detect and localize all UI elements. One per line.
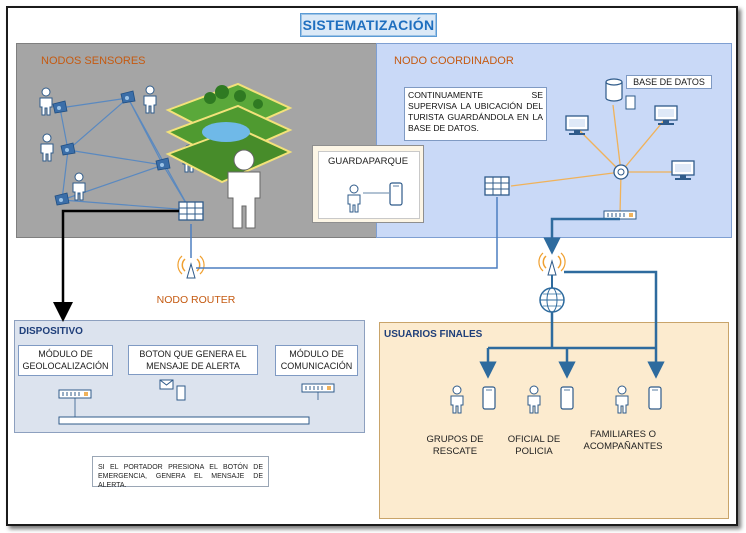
- device-arrow: [53, 209, 179, 322]
- rescue-person-icon: [450, 385, 464, 414]
- geolocation-module-box: MÓDULO DE GEOLOCALIZACIÓN: [18, 345, 113, 376]
- police-phone-icon: [560, 386, 574, 410]
- computer-icon: [671, 160, 695, 181]
- sensor-icon: [54, 192, 70, 206]
- rescue-phone-icon: [482, 386, 496, 410]
- diagram-title: SISTEMATIZACIÓN: [300, 13, 437, 37]
- police-officer-label: OFICIAL DE POLICIA: [507, 434, 561, 457]
- device-grid-icon: [178, 201, 204, 221]
- geolocation-module-icon: [58, 389, 92, 399]
- ranger-phone-icon: [389, 182, 403, 206]
- family-label: FAMILIARES O ACOMPAÑANTES: [583, 429, 663, 452]
- person-icon: [72, 172, 86, 201]
- tourist-icon: [227, 149, 261, 229]
- computer-icon: [565, 115, 589, 136]
- device-panel: DISPOSITIVO: [14, 320, 365, 433]
- router-antenna-icon: [177, 255, 205, 279]
- distribution-lines: [479, 270, 665, 379]
- person-icon: [39, 87, 53, 116]
- sensor-icon: [120, 90, 136, 104]
- alert-button-box: BOTON QUE GENERA EL MENSAJE DE ALERTA: [128, 345, 258, 375]
- communication-module-icon: [301, 383, 335, 393]
- network-hub-center: [617, 168, 625, 176]
- person-icon: [143, 85, 157, 114]
- person-icon: [40, 133, 54, 162]
- sensor-icon: [52, 100, 68, 114]
- family-person-icon: [615, 385, 629, 414]
- sensor-nodes-title: NODOS SENSORES: [41, 55, 146, 67]
- park-ranger-inner: [318, 151, 420, 219]
- internet-antenna-icon: [538, 252, 566, 276]
- park-ranger-box: [312, 145, 424, 223]
- emergency-note: SI EL PORTADOR PRESIONA EL BOTÓN DE EMER…: [92, 456, 269, 489]
- alert-message-icon: [159, 379, 186, 401]
- family-phone-icon: [648, 386, 662, 410]
- database-icon: [605, 78, 636, 110]
- coordinator-grid-icon: [484, 176, 510, 196]
- end-users-title: USUARIOS FINALES: [384, 329, 483, 340]
- sensor-icon: [60, 142, 76, 156]
- rescue-groups-label: GRUPOS DE RESCATE: [426, 434, 484, 457]
- communication-module-box: MÓDULO DE COMUNICACIÓN: [275, 345, 358, 376]
- sensor-mesh-lines: [59, 97, 191, 211]
- coordinator-network-lines: [510, 104, 683, 215]
- sensor-icon: [155, 157, 171, 171]
- ranger-person-icon: [347, 184, 361, 213]
- monitoring-description: CONTINUAMENTE SE SUPERVISA LA UBICACIÓN …: [404, 87, 547, 141]
- device-bus-bar: [58, 416, 310, 425]
- device-title: DISPOSITIVO: [19, 326, 83, 337]
- park-terrain-icon: [165, 82, 293, 184]
- globe-icon: [539, 287, 565, 313]
- router-label: NODO ROUTER: [156, 294, 236, 306]
- police-person-icon: [527, 385, 541, 414]
- computer-icon: [654, 105, 678, 126]
- router-to-coordinator-line: [196, 197, 498, 269]
- coordinator-node-title: NODO COORDINADOR: [394, 55, 514, 67]
- park-ranger-label: GUARDAPARQUE: [327, 156, 409, 167]
- end-users-panel: USUARIOS FINALES: [379, 322, 729, 519]
- database-label: BASE DE DATOS: [626, 75, 712, 89]
- coordinator-to-internet-line: [543, 217, 620, 255]
